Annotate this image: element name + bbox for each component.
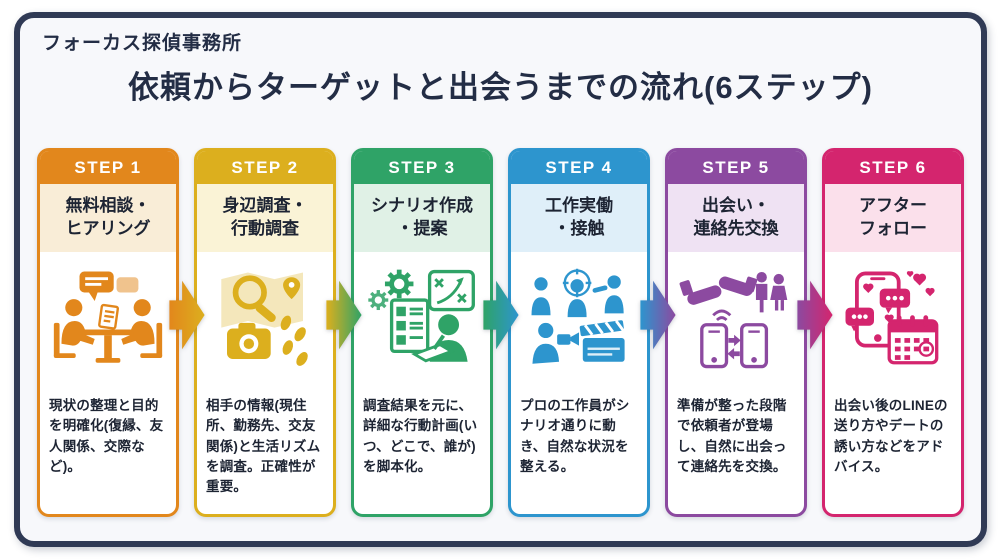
step-card-5: STEP 5 出会い・ 連絡先交換 — [665, 148, 807, 517]
step-5-title: 出会い・ 連絡先交換 — [668, 184, 804, 252]
map-search-icon — [197, 252, 333, 388]
steps-row: STEP 1 無料相談・ ヒアリング — [37, 148, 964, 517]
aftercare-icon — [825, 252, 961, 388]
step-card-2: STEP 2 身辺調査・ 行動調査 — [194, 148, 336, 517]
arrow-right-icon — [796, 148, 833, 517]
step-card-6: STEP 6 アフター フォロー — [822, 148, 964, 517]
page-title: 依頼からターゲットと出会うまでの流れ(6ステップ) — [128, 70, 873, 105]
step-5-description: 準備が整った段階で依頼者が登場し、自然に出会って連絡先を交換。 — [677, 398, 787, 474]
scenario-plan-icon — [354, 252, 490, 388]
operation-contact-icon — [511, 252, 647, 388]
step-2-header: STEP 2 — [197, 151, 333, 184]
arrow-right-icon — [482, 148, 519, 517]
step-3-description: 調査結果を元に、詳細な行動計画(いつ、どこで、誰が)を脚本化。 — [363, 398, 478, 474]
step-3-title: シナリオ作成 ・提案 — [354, 184, 490, 252]
arrow-right-icon — [639, 148, 676, 517]
infographic-frame: フォーカス探偵事務所 依頼からターゲットと出会うまでの流れ(6ステップ) STE… — [14, 12, 987, 547]
step-1-title: 無料相談・ ヒアリング — [40, 184, 176, 252]
step-2-title: 身辺調査・ 行動調査 — [197, 184, 333, 252]
agency-name: フォーカス探偵事務所 — [42, 33, 243, 54]
step-4-header: STEP 4 — [511, 151, 647, 184]
step-6-title: アフター フォロー — [825, 184, 961, 252]
step-6-header: STEP 6 — [825, 151, 961, 184]
step-card-1: STEP 1 無料相談・ ヒアリング — [37, 148, 179, 517]
step-3-header: STEP 3 — [354, 151, 490, 184]
step-1-description: 現状の整理と目的を明確化(復縁、友人関係、交際など)。 — [49, 398, 164, 474]
consultation-icon — [40, 252, 176, 388]
arrow-right-icon — [325, 148, 362, 517]
step-card-3: STEP 3 シナリオ作成 ・提案 — [351, 148, 493, 517]
step-6-description: 出会い後のLINEの送り方やデートの誘い方などをアドバイス。 — [834, 398, 948, 474]
arrow-right-icon — [168, 148, 205, 517]
step-5-header: STEP 5 — [668, 151, 804, 184]
step-2-description: 相手の情報(現住所、勤務先、交友関係)と生活リズムを調査。正確性が重要。 — [206, 398, 321, 494]
step-1-header: STEP 1 — [40, 151, 176, 184]
step-4-title: 工作実働 ・接触 — [511, 184, 647, 252]
step-4-description: プロの工作員がシナリオ通りに動き、自然な状況を整える。 — [520, 398, 630, 474]
meeting-exchange-icon — [668, 252, 804, 388]
step-card-4: STEP 4 工作実働 ・接触 — [508, 148, 650, 517]
